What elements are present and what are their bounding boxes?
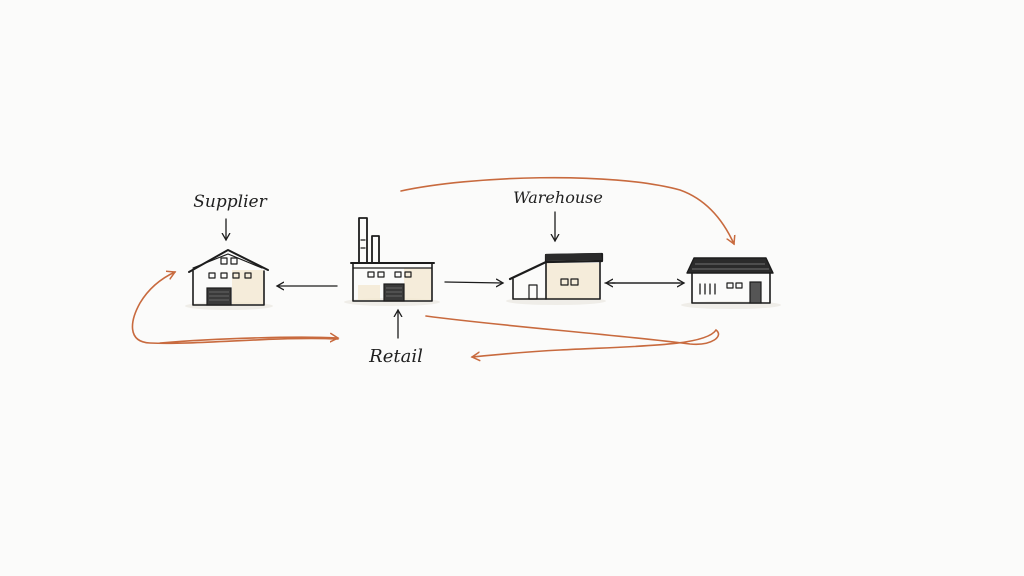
supplier-house-icon	[185, 249, 273, 310]
supplier-label: Supplier	[193, 192, 267, 212]
warehouse-label: Warehouse	[513, 188, 603, 207]
supplier-loop-to-retail-flow-arrow	[159, 337, 338, 344]
loop-to-supplier-flow-arrow	[131, 272, 339, 345]
factory-to-warehouse-arrow	[444, 282, 503, 283]
factory-to-retail-flow-arrow	[400, 176, 734, 244]
retail-return-flow-arrow	[425, 315, 720, 357]
warehouse-building-icon	[506, 252, 606, 305]
retail-store-icon	[681, 257, 781, 309]
retail-label: Retail	[368, 346, 423, 367]
factory-icon	[344, 217, 440, 306]
